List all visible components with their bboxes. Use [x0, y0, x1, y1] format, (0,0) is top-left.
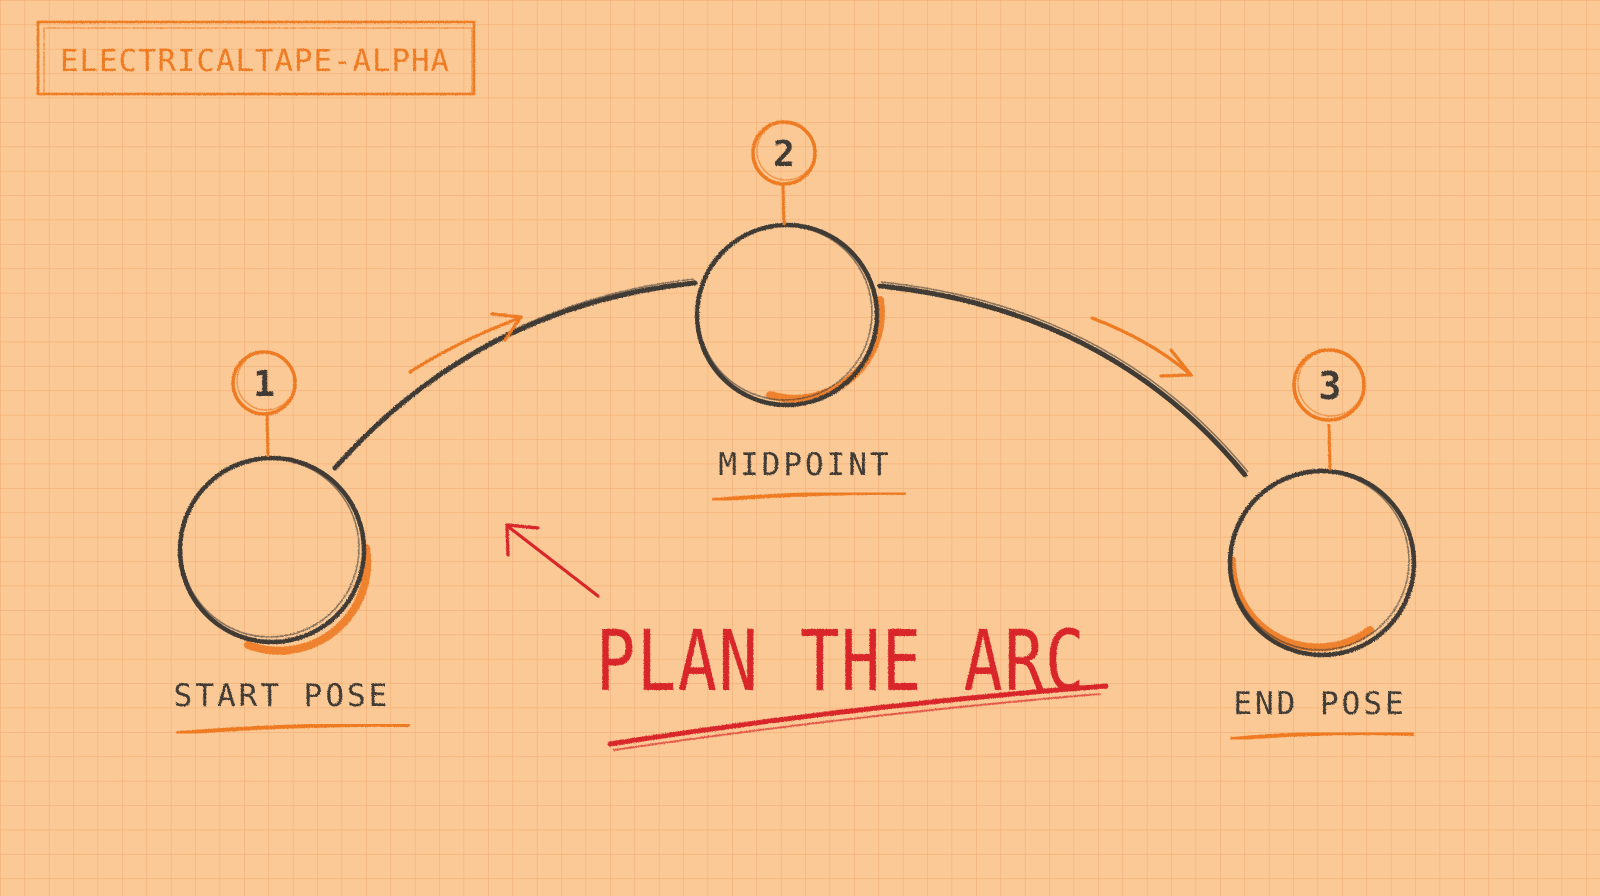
node-midpoint [694, 183, 885, 408]
node-2-label: Midpoint [718, 447, 891, 483]
title-box: ElectricalTape-Alpha [36, 20, 476, 96]
motion-arc [332, 278, 1249, 478]
direction-arrow-right [1090, 316, 1193, 378]
title-label: ElectricalTape-Alpha [60, 44, 450, 79]
callout-arrow [505, 523, 600, 598]
node-2-underline [712, 490, 906, 502]
node-3-underline [1230, 731, 1414, 741]
node-end-pose [1227, 423, 1417, 658]
direction-arrow-left [408, 312, 523, 374]
node-3-label: End Pose [1233, 686, 1406, 722]
node-2-badge: 2 [751, 120, 817, 186]
node-1-label: Start Pose [174, 678, 391, 714]
node-start-pose [177, 413, 372, 655]
node-3-number: 3 [1319, 364, 1342, 408]
node-1-badge: 1 [231, 350, 297, 416]
node-3-badge: 3 [1292, 348, 1366, 422]
callout-underline [607, 683, 1109, 751]
node-1-underline [176, 722, 410, 735]
node-2-number: 2 [773, 134, 795, 175]
node-1-number: 1 [253, 364, 275, 405]
